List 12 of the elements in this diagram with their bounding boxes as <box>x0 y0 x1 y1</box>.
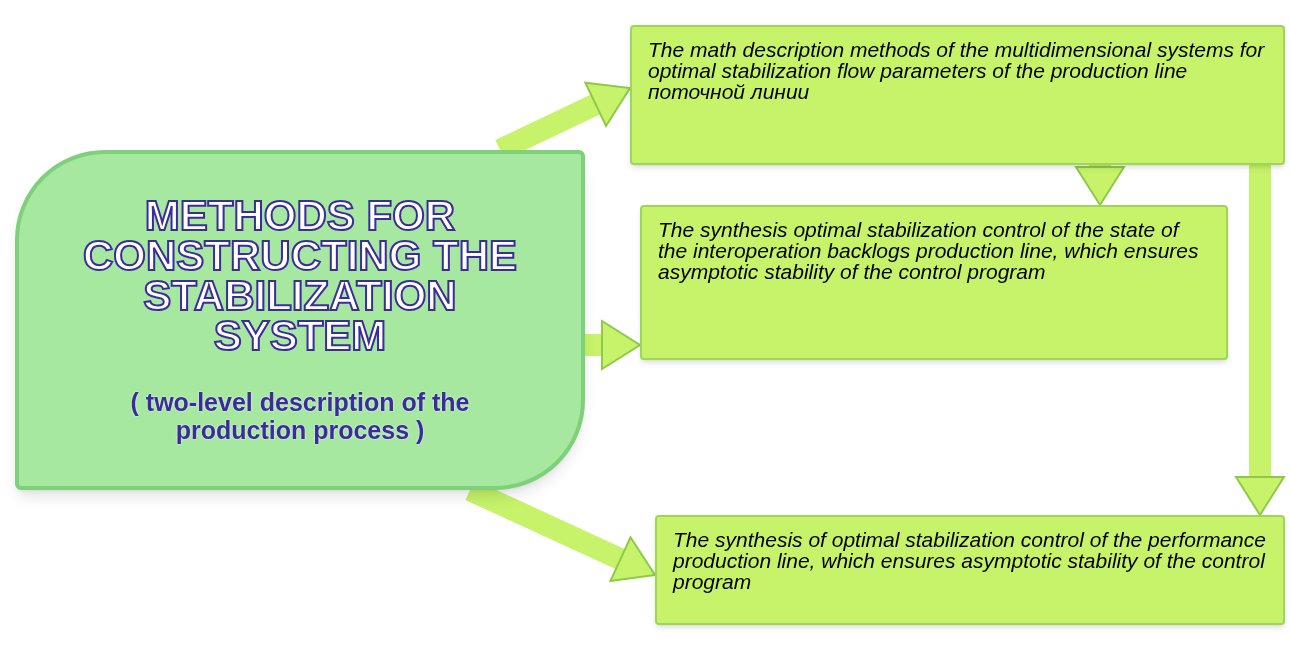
subtitle: ( two-level description of the production process ) <box>129 388 471 444</box>
main-title: METHODS FOR CONSTRUCTING THE STABILIZATION SYSTEM <box>82 196 518 356</box>
box-text: The synthesis optimal stabilization control of the state of the interoperation backlogs production line, which ensures asymptotic stability of the control program <box>658 219 1200 282</box>
box-text: The synthesis of optimal stabilization control of the performance production line, which ensures asymptotic stability of the control program <box>673 529 1267 592</box>
block-arrow <box>1235 165 1285 516</box>
process-box <box>640 205 1228 360</box>
process-box <box>630 25 1285 165</box>
process-box <box>655 515 1285 625</box>
block-arrow <box>585 320 641 370</box>
block-arrow <box>1075 165 1125 206</box>
box-text: The math description methods of the multidimensional systems for optimal stabilization flow parameters of the production line поточной линии <box>648 39 1266 102</box>
main-box <box>15 150 585 490</box>
